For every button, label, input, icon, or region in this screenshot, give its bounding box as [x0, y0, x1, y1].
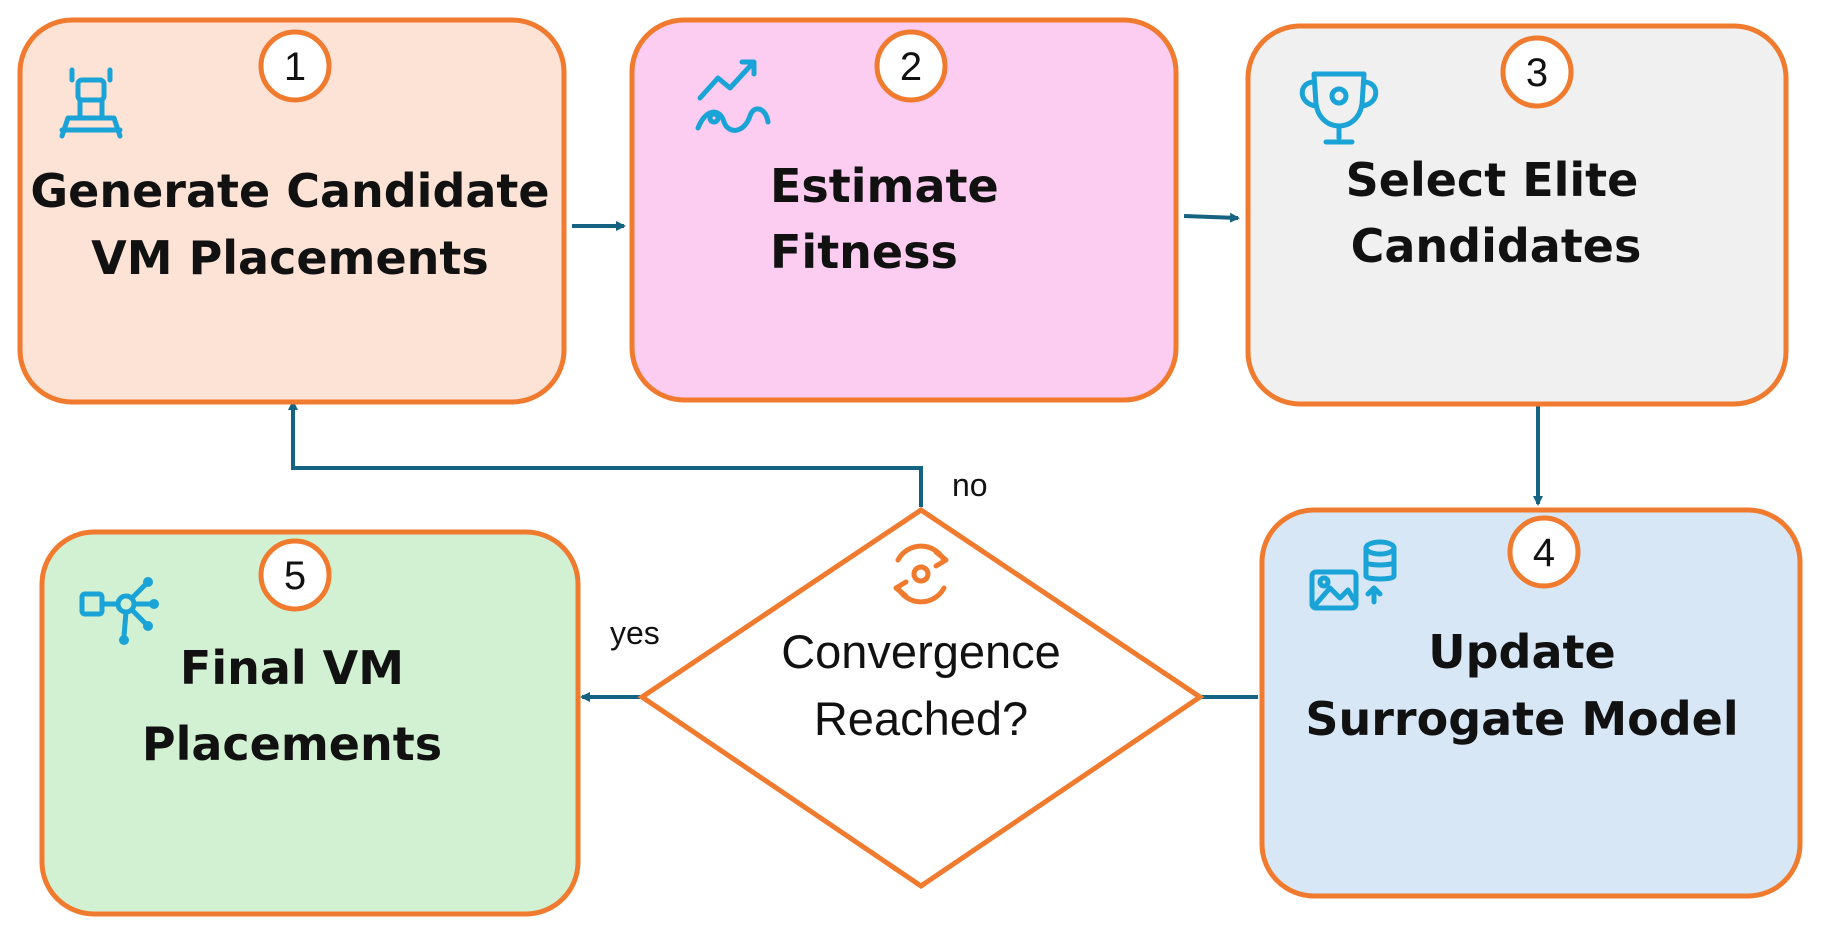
step-1-title-line2: VM Placements [91, 231, 489, 285]
step-4-number: 4 [1533, 531, 1555, 575]
decision-text-line1: Convergence [781, 625, 1061, 678]
step-1-generate-candidates: 1 Generate Candidate VM Placements [17, 17, 567, 405]
decision-diamond [637, 506, 1205, 890]
network-hub-icon [79, 577, 159, 645]
step-2-title-line2: Fitness [770, 225, 958, 279]
step-2-number-badge [874, 29, 948, 103]
step-1-title-line1: Generate Candidate [30, 164, 549, 218]
step-1-box [17, 17, 567, 405]
robot-arm-icon [59, 67, 123, 139]
trend-chart-icon [695, 59, 771, 133]
step-4-title-line1: Update [1428, 625, 1615, 679]
step-4-update-surrogate: 4 Update Surrogate Model [1259, 507, 1803, 899]
step-4-title-line2: Surrogate Model [1305, 692, 1738, 746]
step-3-select-elite: 3 Select Elite Candidates [1245, 23, 1789, 407]
step-2-number: 2 [900, 45, 922, 89]
connectors [288, 212, 1543, 702]
decision-text-line2: Reached? [814, 692, 1028, 745]
decision-convergence: Convergence Reached? [637, 506, 1205, 890]
step-5-final-placements: 5 Final VM Placements [39, 529, 581, 917]
edge-label-no: no [952, 467, 988, 503]
arrow-step2-to-step3 [1183, 212, 1240, 223]
arrow-decision-no-to-step1 [288, 400, 923, 507]
step-3-number: 3 [1526, 51, 1548, 95]
step-5-number-badge [258, 538, 332, 612]
step-5-box [39, 529, 581, 917]
step-4-box [1259, 507, 1803, 899]
step-1-number-badge [258, 29, 332, 103]
step-1-number: 1 [284, 45, 306, 89]
step-5-title-line2: Placements [142, 717, 442, 771]
step-2-estimate-fitness: 2 Estimate Fitness [629, 17, 1179, 403]
step-5-number: 5 [284, 554, 306, 598]
trophy-icon [1299, 71, 1379, 145]
step-4-number-badge [1507, 515, 1581, 589]
step-5-title-line1: Final VM [180, 641, 404, 695]
step-3-title-line2: Candidates [1351, 219, 1642, 273]
step-2-title-line1: Estimate [770, 159, 999, 213]
edge-label-yes: yes [610, 615, 660, 651]
image-database-icon [1309, 539, 1397, 611]
step-3-title-line1: Select Elite [1346, 153, 1639, 207]
refresh-cycle-icon [893, 543, 949, 605]
step-3-box [1245, 23, 1789, 407]
step-3-number-badge [1500, 35, 1574, 109]
